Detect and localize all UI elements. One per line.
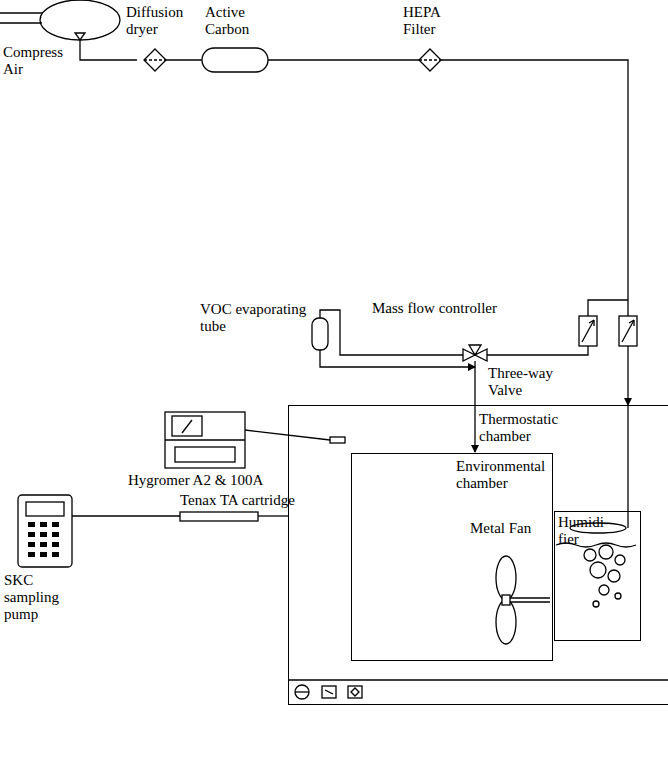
source-label: Compress Air <box>3 44 71 78</box>
pump-key <box>28 532 35 537</box>
pump-key <box>52 522 59 527</box>
pump-key <box>52 532 59 537</box>
part-label: VOC evaporating tube <box>200 301 308 335</box>
pump-key <box>28 542 35 547</box>
thermostatic-chamber: Thermostatic chamberEnvironmental chambe… <box>288 405 668 705</box>
humidifier-box: Humidi- fier <box>554 511 641 641</box>
part-label: Mass flow controller <box>372 300 497 317</box>
chamber-label: Environmental chamber <box>456 458 550 492</box>
pump-key <box>40 552 47 557</box>
pump-key <box>40 542 47 547</box>
part-label: Diffusion dryer <box>126 4 192 38</box>
pump-key <box>40 522 47 527</box>
part-label: HEPA Filter <box>403 4 458 38</box>
instrument-label: SKC sampling pump <box>4 572 76 623</box>
environmental-chamber: Environmental chamber <box>351 453 553 661</box>
part-label: Metal Fan <box>470 520 531 537</box>
chamber-label: Thermostatic chamber <box>479 411 601 445</box>
pump-key <box>52 552 59 557</box>
part-label: Tenax TA cartridge <box>180 492 295 509</box>
part-label: Active Carbon <box>205 4 267 38</box>
pump-key <box>28 522 35 527</box>
pump-key <box>40 532 47 537</box>
chamber-label: Humidi- fier <box>558 514 610 548</box>
pump-key <box>28 552 35 557</box>
part-label: Three-way Valve <box>488 365 568 399</box>
pump-key <box>52 542 59 547</box>
instrument-label: Hygromer A2 & 100A <box>128 472 263 489</box>
